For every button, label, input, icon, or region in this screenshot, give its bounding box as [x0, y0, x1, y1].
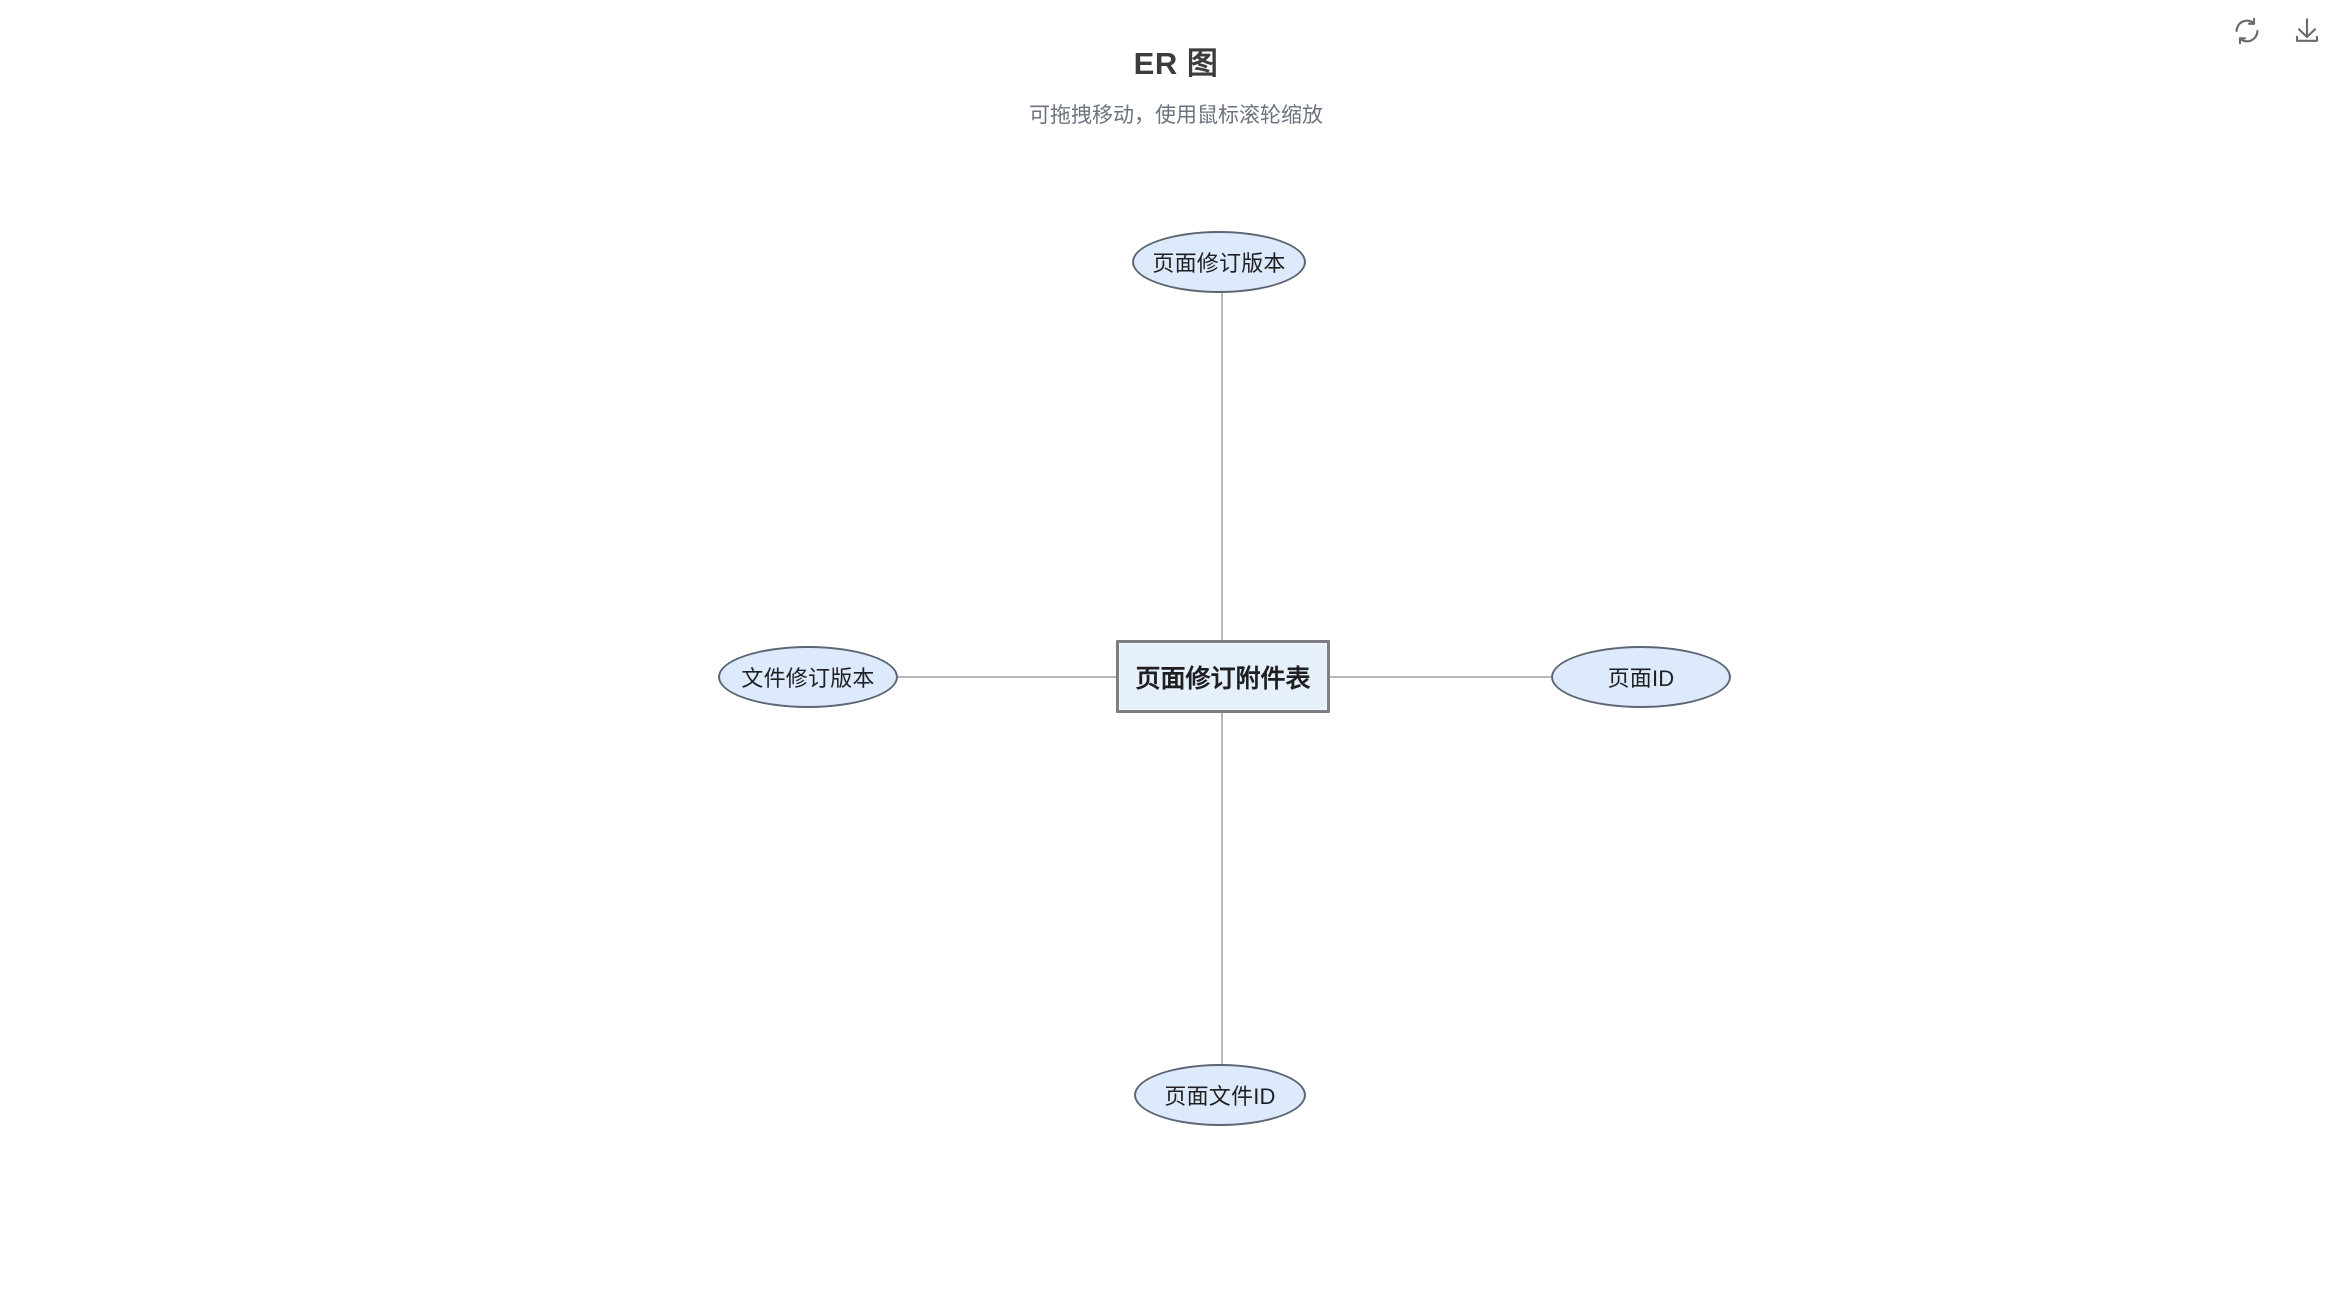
- attribute-file-revision-version[interactable]: 文件修订版本: [718, 646, 898, 708]
- node-label: 页面ID: [1607, 666, 1675, 691]
- node-label: 页面修订附件表: [1135, 664, 1311, 693]
- node-label: 页面修订版本: [1152, 251, 1286, 276]
- attribute-page-revision-version[interactable]: 页面修订版本: [1132, 231, 1306, 293]
- node-label: 页面文件ID: [1164, 1084, 1276, 1109]
- entity-page-revision-attachment-table[interactable]: 页面修订附件表: [1116, 640, 1330, 713]
- toolbar: [2230, 0, 2352, 62]
- reset-view-button[interactable]: [2230, 14, 2264, 48]
- download-icon: [2292, 16, 2322, 46]
- refresh-icon: [2232, 16, 2262, 46]
- download-button[interactable]: [2290, 14, 2324, 48]
- node-label: 文件修订版本: [741, 666, 875, 691]
- attribute-page-file-id[interactable]: 页面文件ID: [1134, 1064, 1306, 1126]
- attribute-page-id[interactable]: 页面ID: [1551, 646, 1731, 708]
